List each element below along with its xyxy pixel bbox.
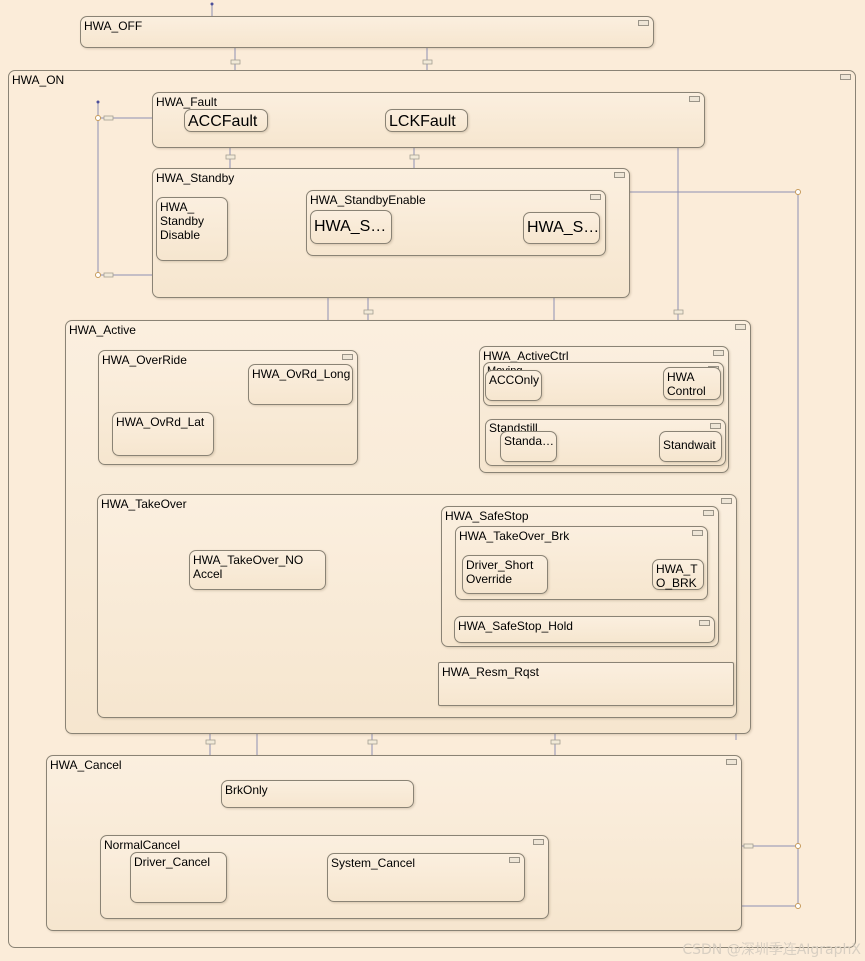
state-tag-icon — [590, 194, 601, 200]
state-system-cancel[interactable]: System_Cancel — [327, 853, 525, 902]
state-label: HWA_ Standby Disable — [160, 200, 205, 242]
state-tag-icon — [638, 20, 649, 26]
state-tag-icon — [509, 857, 520, 863]
state-driver-cancel[interactable]: Driver_Cancel — [130, 852, 227, 903]
state-label: HWA_Cancel — [50, 758, 122, 772]
state-lck-fault[interactable]: LCKFault — [385, 109, 468, 132]
state-hwa-s1[interactable]: HWA_S… — [310, 210, 392, 244]
state-label: HWA_OFF — [84, 19, 143, 33]
state-tag-icon — [699, 620, 710, 626]
state-label: BrkOnly — [225, 783, 268, 797]
state-label: NormalCancel — [104, 838, 181, 852]
state-label: HWA_StandbyEnable — [310, 193, 426, 207]
state-label: HWA_TakeOver — [101, 497, 187, 511]
state-tag-icon — [721, 498, 732, 504]
state-resm-rqst[interactable]: HWA_Resm_Rqst — [438, 662, 734, 706]
state-label: HWA_OvRd_Lat — [116, 415, 205, 429]
state-safestop-hold[interactable]: HWA_SafeStop_Hold — [454, 616, 715, 643]
state-ovrd-long[interactable]: HWA_OvRd_Long — [248, 364, 353, 405]
state-brk-only[interactable]: BrkOnly — [221, 780, 414, 808]
state-standa[interactable]: Standa… — [500, 431, 557, 462]
state-label: ACCOnly — [489, 373, 540, 387]
state-tag-icon — [726, 759, 737, 765]
state-hwa-to-brk[interactable]: HWA_T O_BRK — [652, 559, 704, 590]
state-label: Driver_Cancel — [134, 855, 211, 869]
state-tag-icon — [703, 510, 714, 516]
state-label: Driver_Short Override — [466, 558, 534, 586]
state-hwa-on[interactable]: HWA_ON — [8, 70, 856, 948]
state-driver-short-override[interactable]: Driver_Short Override — [462, 555, 548, 594]
state-standby-disable[interactable]: HWA_ Standby Disable — [156, 197, 228, 261]
state-tag-icon — [342, 354, 353, 360]
state-label: Standa… — [504, 434, 555, 448]
state-label: HWA_TakeOver_NO Accel — [193, 553, 304, 581]
state-standwait[interactable]: Standwait — [659, 431, 722, 462]
state-hwa-control[interactable]: HWA Control — [663, 367, 721, 400]
state-label: HWA_T O_BRK — [656, 562, 698, 590]
state-tag-icon — [840, 74, 851, 80]
state-label: HWA_S… — [314, 218, 387, 235]
state-label: HWA_Fault — [156, 95, 217, 109]
state-label: HWA_ON — [12, 73, 65, 87]
watermark: CSDN @深圳季连AIgraphX — [682, 942, 861, 958]
state-label: HWA_S… — [527, 219, 600, 236]
state-tag-icon — [533, 839, 544, 845]
state-label: HWA_OverRide — [102, 353, 187, 367]
state-tag-icon — [713, 350, 724, 356]
state-tag-icon — [710, 423, 721, 429]
state-hwa-off[interactable]: HWA_OFF — [80, 16, 654, 48]
state-takeover-noaccel[interactable]: HWA_TakeOver_NO Accel — [189, 550, 326, 590]
state-label: HWA_ActiveCtrl — [483, 349, 569, 363]
state-ovrd-lat[interactable]: HWA_OvRd_Lat — [112, 412, 214, 456]
state-label: HWA_Active — [69, 323, 136, 337]
state-tag-icon — [735, 324, 746, 330]
state-label: System_Cancel — [331, 856, 416, 870]
state-label: HWA_SafeStop — [445, 509, 529, 523]
state-label: HWA_SafeStop_Hold — [458, 619, 573, 633]
state-label: LCKFault — [389, 113, 456, 130]
state-label: HWA_TakeOver_Brk — [459, 529, 570, 543]
state-label: Standwait — [663, 438, 716, 452]
state-label: HWA Control — [667, 370, 706, 398]
state-acc-fault[interactable]: ACCFault — [184, 109, 268, 132]
state-hwa-s2[interactable]: HWA_S… — [523, 212, 600, 244]
state-tag-icon — [614, 172, 625, 178]
state-tag-icon — [692, 530, 703, 536]
state-label: HWA_Resm_Rqst — [442, 665, 539, 679]
state-label: HWA_Standby — [156, 171, 235, 185]
state-label: ACCFault — [188, 113, 258, 130]
state-label: HWA_OvRd_Long — [252, 367, 351, 381]
state-acc-only[interactable]: ACCOnly — [485, 370, 542, 401]
state-tag-icon — [689, 96, 700, 102]
